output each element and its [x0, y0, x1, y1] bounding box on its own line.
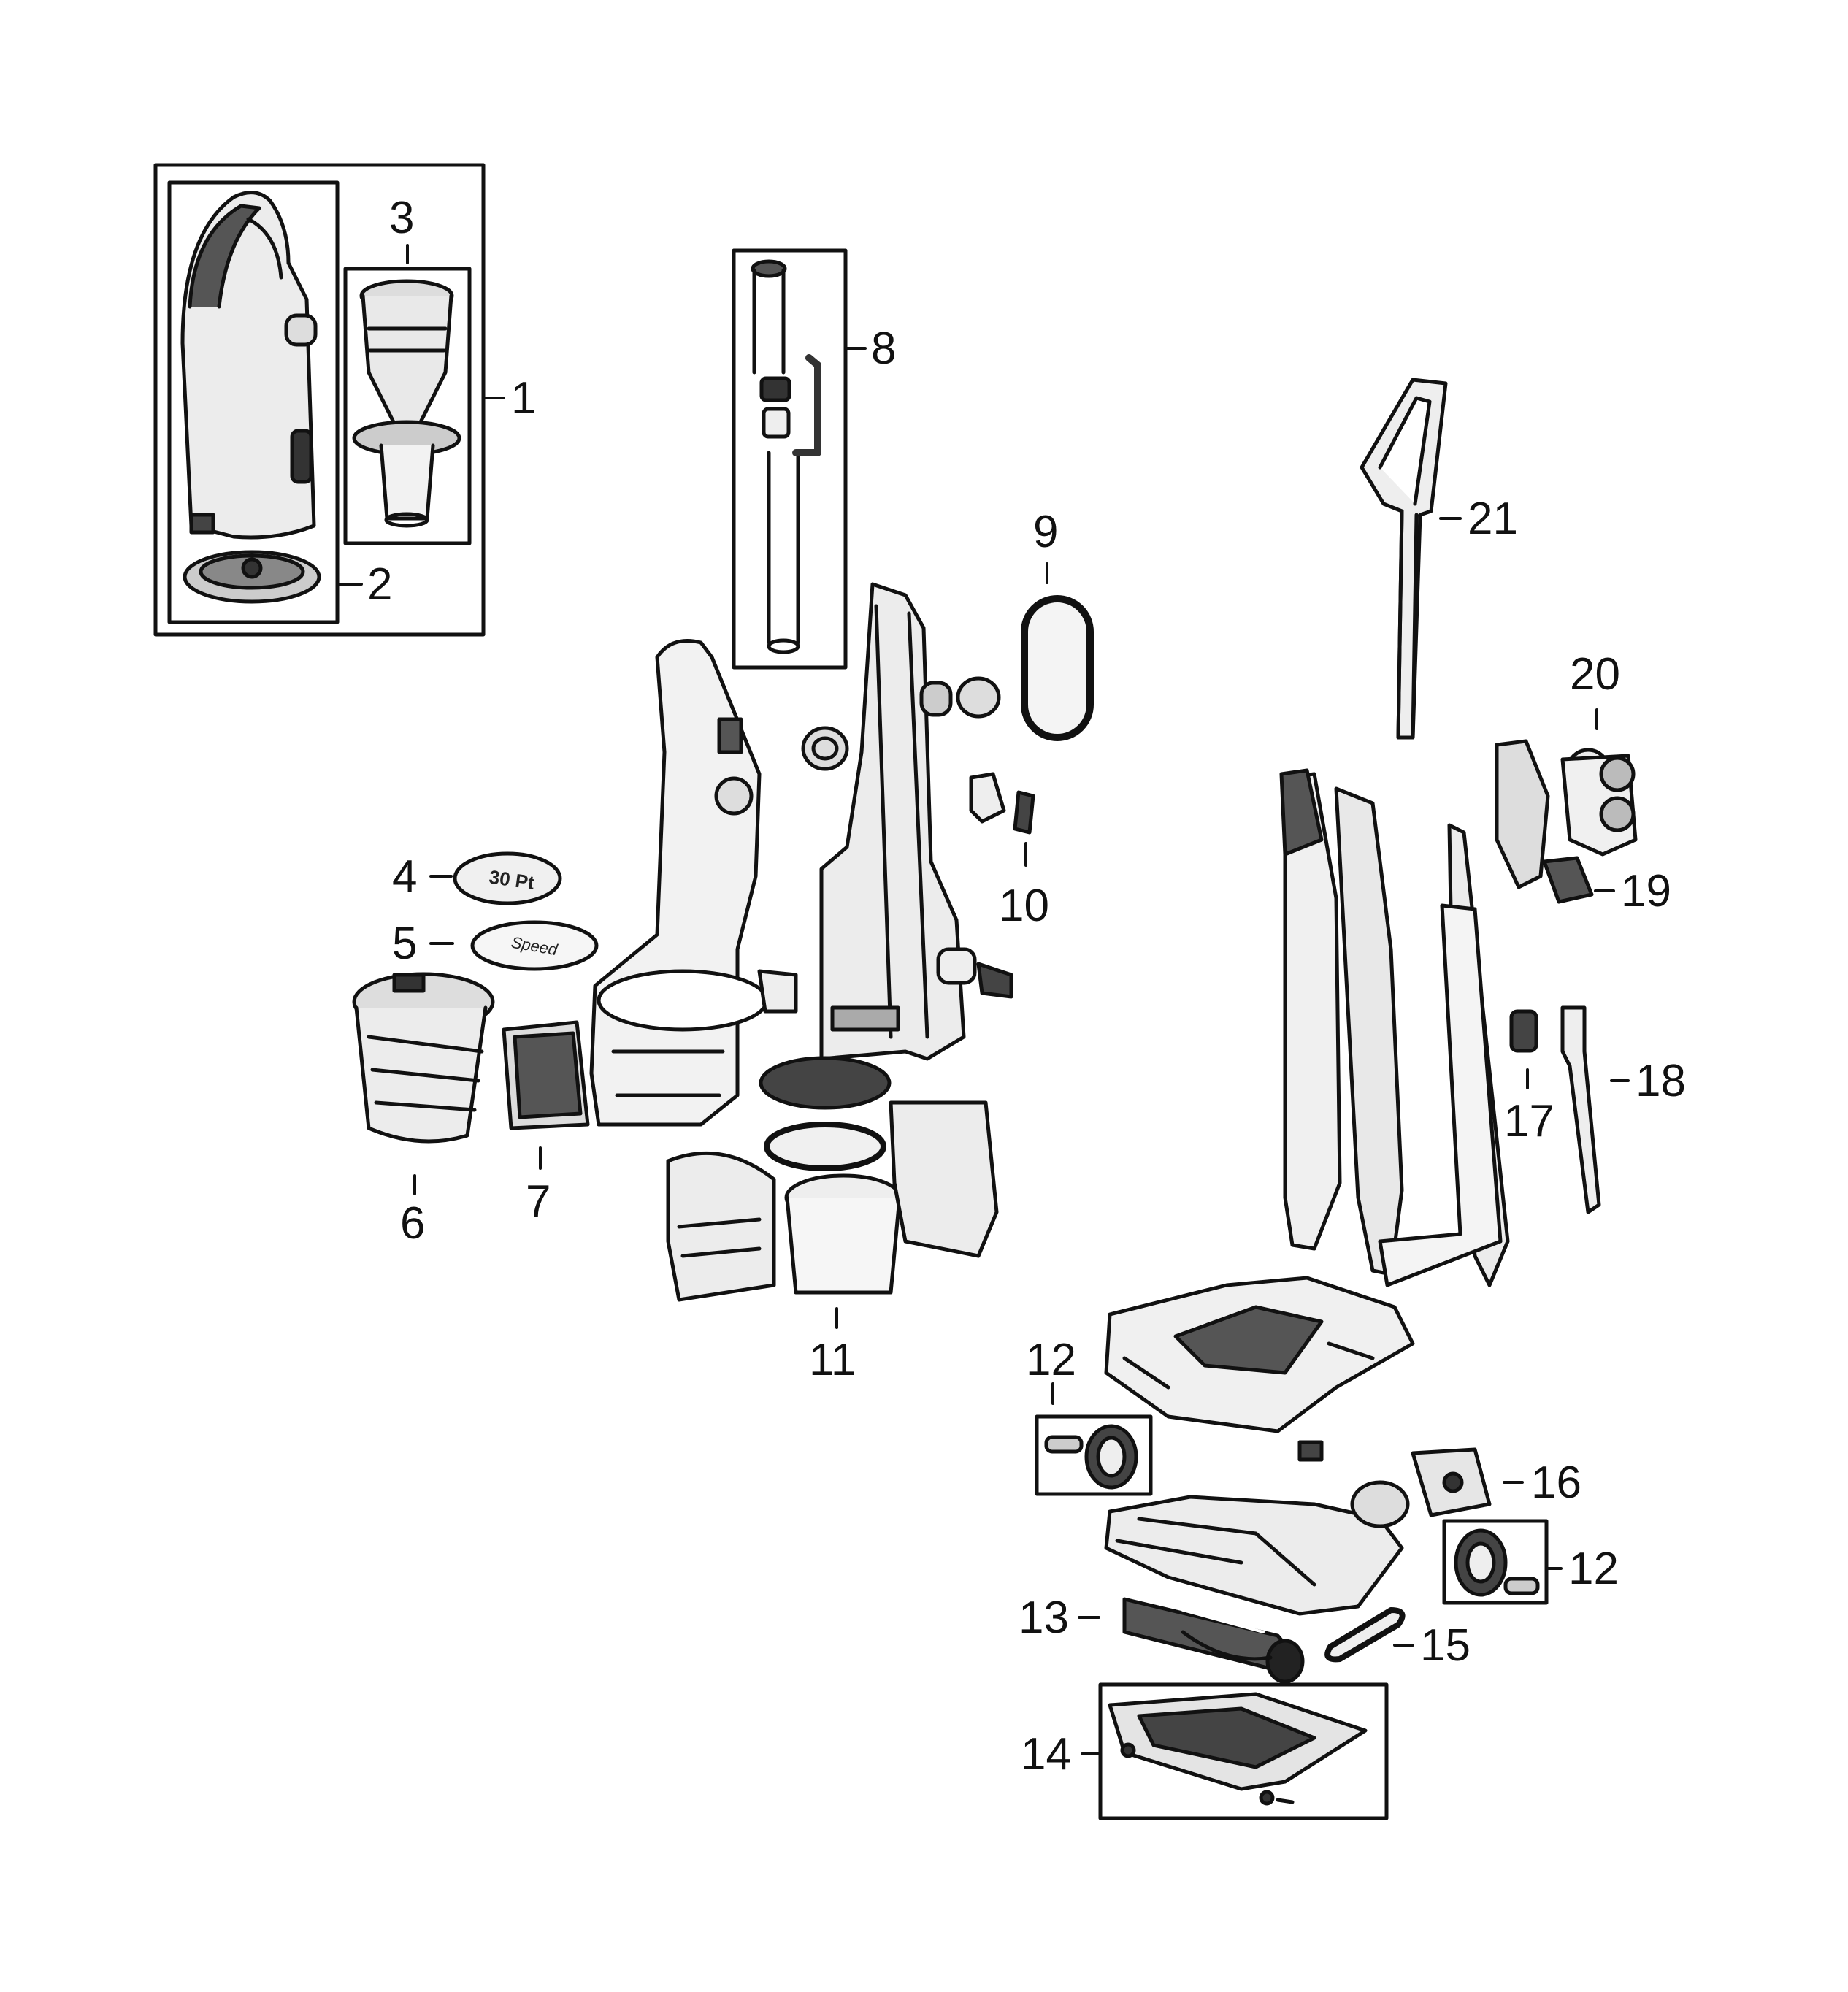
part-label-6: 6: [400, 1198, 426, 1249]
part-label-15: 15: [1420, 1620, 1471, 1671]
part-label-14: 14: [1021, 1729, 1071, 1780]
belt-9: [1021, 595, 1094, 741]
belt-15: [1324, 1607, 1406, 1663]
group-box-tank: [167, 180, 340, 624]
spine-rear-housing: [1279, 768, 1510, 1287]
motor-16: [1411, 1447, 1492, 1517]
rear-body-housing: [819, 582, 966, 1061]
part-label-7: 7: [526, 1176, 551, 1227]
crevice-tool-18: [1560, 1005, 1601, 1214]
part-label-12b: 12: [1568, 1544, 1619, 1594]
part-label-9: 9: [1033, 507, 1059, 557]
part-label-12a: 12: [1026, 1335, 1076, 1385]
extension-wand: [751, 259, 821, 654]
motor-assembly-11: [666, 1056, 999, 1302]
pre-motor-filter-7: [502, 1020, 590, 1130]
part-label-5: 5: [392, 919, 418, 969]
wheel-box-right: [1442, 1519, 1549, 1605]
part-label-1: 1: [511, 373, 537, 424]
switch-housing-20: [1495, 739, 1638, 889]
part-label-19: 19: [1621, 866, 1671, 916]
tank-lid: [183, 550, 321, 604]
base-hood: [1104, 1276, 1415, 1433]
part-label-11: 11: [809, 1335, 856, 1385]
wheel-box-left: [1035, 1414, 1153, 1496]
handle-21: [1360, 378, 1448, 740]
upper-body-housing: [589, 639, 769, 1127]
part-label-16: 16: [1531, 1457, 1581, 1508]
part-label-8: 8: [871, 323, 897, 374]
filter-cap-4: [453, 851, 562, 905]
part-label-20: 20: [1570, 649, 1620, 700]
filter-disc-5: [470, 920, 599, 971]
cyclone-separator: [352, 279, 461, 528]
group-box-1: [153, 163, 486, 637]
brushroll-13: [1122, 1597, 1305, 1684]
part-label-10: 10: [999, 881, 1049, 931]
part-label-13: 13: [1019, 1593, 1069, 1643]
dirt-tank: [180, 191, 318, 540]
part-label-2: 2: [367, 559, 393, 610]
clip-17: [1509, 1009, 1538, 1053]
group-box-8: [732, 248, 848, 670]
part-label-21: 21: [1468, 494, 1518, 544]
misc-fittings: [757, 676, 1035, 1014]
base-lower-housing: [1104, 1440, 1410, 1616]
part-label-3: 3: [389, 193, 415, 243]
bottom-plate-14: [1098, 1682, 1389, 1820]
bracket-19: [1542, 856, 1594, 904]
leader-lines: [336, 244, 1630, 1755]
dust-cup-6: [352, 972, 495, 1144]
group-box-3: [343, 267, 472, 545]
part-label-18: 18: [1636, 1056, 1686, 1106]
part-label-17: 17: [1504, 1096, 1554, 1146]
part-label-4: 4: [392, 851, 418, 902]
